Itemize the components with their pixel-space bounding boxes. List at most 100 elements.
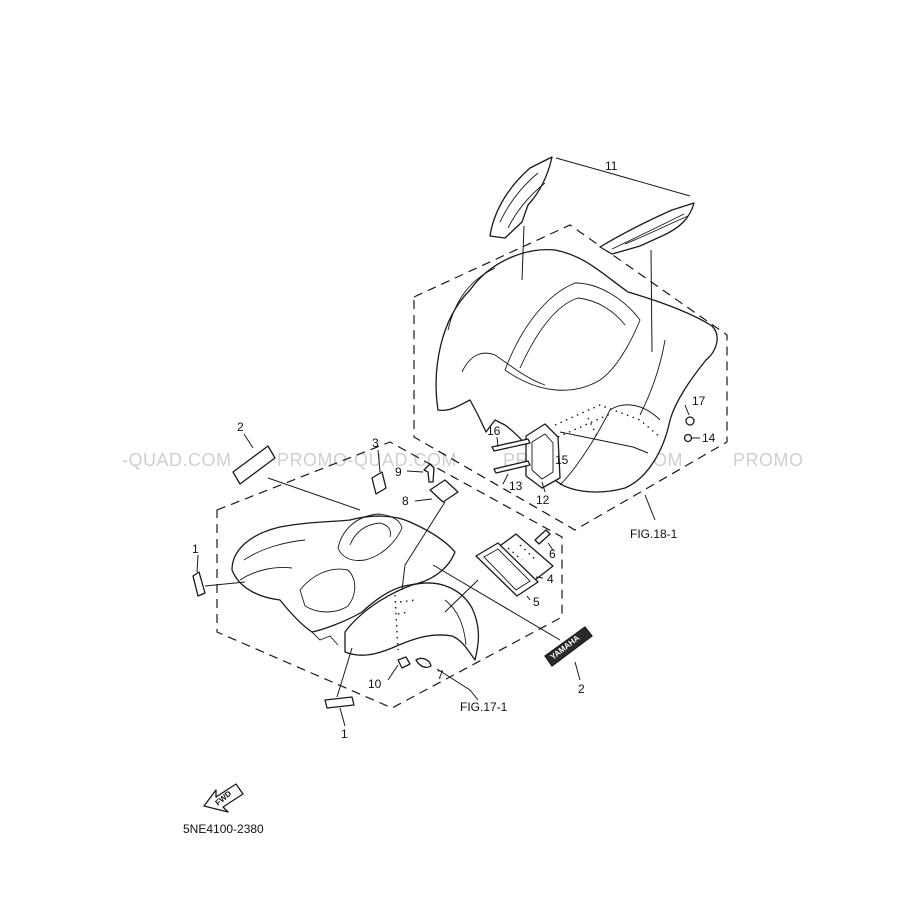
fwd-arrow-icon xyxy=(203,783,244,813)
front-fender-panel xyxy=(299,568,356,613)
seal-inner xyxy=(483,548,531,591)
clip-10 xyxy=(397,656,411,669)
front-fender-group xyxy=(216,441,563,709)
leader-13 xyxy=(502,473,509,485)
leader-15 xyxy=(559,431,649,454)
callout-7: 7 xyxy=(437,668,444,682)
leader-8-to-fender xyxy=(401,501,446,591)
callout-9: 9 xyxy=(395,465,402,479)
leader-4 xyxy=(535,576,544,579)
plug-7 xyxy=(415,657,432,668)
decal-2-upper xyxy=(232,445,276,485)
decal-1-left xyxy=(192,571,206,597)
rear-fender-seat-well xyxy=(504,282,641,391)
cover-plate-holes xyxy=(507,544,537,561)
washer-14 xyxy=(683,433,693,443)
leader-fig17 xyxy=(436,668,479,701)
rear-fender-group xyxy=(413,224,728,531)
callout-2-upper: 2 xyxy=(237,420,244,434)
leader-1-lower-to-fender xyxy=(336,647,353,698)
leader-fig18 xyxy=(644,494,656,521)
leader-3 xyxy=(377,449,381,473)
side-decal-right-stripe xyxy=(611,213,689,250)
front-fender-hood-vent-inner xyxy=(349,522,391,546)
leader-2-yamaha-label xyxy=(574,661,581,681)
front-group-boundary xyxy=(216,441,563,709)
leader-11 xyxy=(555,157,691,197)
mud-guard xyxy=(344,582,480,661)
leader-5 xyxy=(526,595,531,601)
leader-1-left xyxy=(196,554,199,573)
seal xyxy=(475,542,539,597)
diagram-code: 5NE4100-2380 xyxy=(183,822,264,836)
rear-fender-skirt xyxy=(559,404,661,486)
leader-12 xyxy=(541,481,546,493)
side-decal-left xyxy=(489,156,553,239)
leader-17 xyxy=(684,404,690,416)
side-decal-left-stripe xyxy=(499,172,546,229)
front-fender-left-contour xyxy=(239,539,306,581)
front-fender-ledge xyxy=(311,631,339,646)
front-fender xyxy=(231,515,456,633)
leader-2-yamaha xyxy=(432,564,561,641)
callout-17: 17 xyxy=(692,394,706,408)
callout-16: 16 xyxy=(487,424,501,438)
bolt-13 xyxy=(493,460,531,474)
leader-2-upper xyxy=(243,433,254,449)
callout-3: 3 xyxy=(372,436,379,450)
rear-fender-inner-lip xyxy=(519,297,626,369)
leader-11-right-drop xyxy=(650,249,653,353)
callout-11: 11 xyxy=(605,159,618,173)
callout-15: 15 xyxy=(555,453,569,467)
leader-9 xyxy=(406,470,424,473)
license-bracket-inner xyxy=(531,433,554,480)
leader-2-upper-to-fender xyxy=(267,477,361,511)
figure-ref-rear: FIG.18-1 xyxy=(630,527,678,541)
callout-numbers: 11 2 3 9 8 1 1 10 7 4 5 6 2 16 13 12 15 … xyxy=(192,159,716,741)
figure-ref-front: FIG.17-1 xyxy=(460,700,508,714)
callout-8: 8 xyxy=(402,494,409,508)
nut-17 xyxy=(685,416,695,426)
leader-6 xyxy=(547,542,554,551)
yamaha-decal: YAMAHA xyxy=(544,626,593,667)
rear-fender-front-edge xyxy=(461,352,546,386)
bolt-6 xyxy=(534,529,551,545)
side-decal-right xyxy=(599,202,695,255)
decals: YAMAHA xyxy=(192,445,593,709)
watermark: -QUAD.COM PROMO-QUAD.COM PROMO-QUAD.COM … xyxy=(122,450,804,470)
callout-10: 10 xyxy=(368,677,382,691)
leader-5-to-fender xyxy=(444,579,479,613)
yamaha-decal-body xyxy=(544,626,593,667)
watermark-segment: -QUAD.COM xyxy=(122,450,232,470)
plate-8 xyxy=(429,479,459,503)
callout-13: 13 xyxy=(509,479,523,493)
watermark-segment: PROMO-QUAD.COM xyxy=(277,450,457,470)
front-fender-hood-vent xyxy=(337,513,403,561)
leader-lines xyxy=(196,157,700,727)
decal-1-lower xyxy=(324,696,355,709)
rear-group-boundary xyxy=(413,224,728,531)
callout-12: 12 xyxy=(536,493,550,507)
leader-1-lower xyxy=(339,707,346,727)
decal-3 xyxy=(371,471,387,495)
leader-10 xyxy=(387,664,399,681)
callout-1-lower: 1 xyxy=(341,727,348,741)
leader-1-left-to-fender xyxy=(204,581,246,587)
bolt-16 xyxy=(491,438,531,452)
mud-guard-holes xyxy=(397,599,416,615)
callout-4: 4 xyxy=(547,572,554,586)
callout-2-yamaha: 2 xyxy=(578,682,585,696)
screw-9 xyxy=(423,463,435,483)
rear-side-decals xyxy=(489,156,695,255)
leader-16 xyxy=(496,436,499,448)
mud-guard-edge xyxy=(444,599,467,646)
leader-11-left-drop xyxy=(521,225,525,281)
rear-fender-hole-row xyxy=(587,417,599,439)
rear-fender-side-contour xyxy=(447,267,666,416)
callout-6: 6 xyxy=(549,547,556,561)
callout-14: 14 xyxy=(702,431,716,445)
watermark-segment: PROMO xyxy=(733,450,804,470)
bracket-hidden-edge xyxy=(554,404,661,438)
forward-direction-arrow: FWD xyxy=(203,783,244,813)
